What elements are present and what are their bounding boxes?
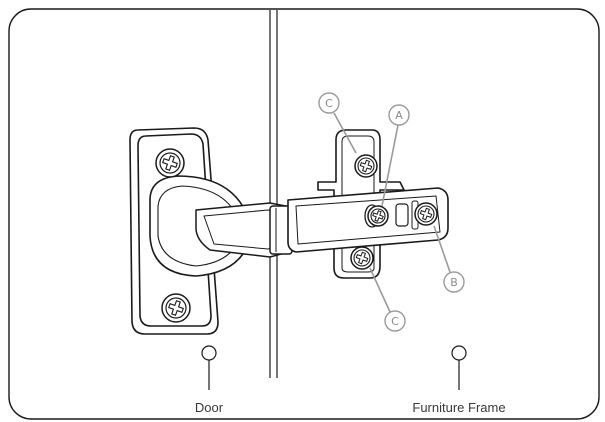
hinge-arm-link: [195, 202, 297, 258]
cross-head-screw-icon: [355, 251, 369, 265]
callout-a: A: [381, 104, 410, 207]
callout-b: B: [433, 225, 465, 293]
svg-text:C: C: [325, 97, 333, 110]
callout-c-top: C: [318, 92, 357, 154]
door-label-marker: [201, 345, 217, 390]
callout-c-bottom: C: [369, 267, 406, 332]
screw-door-bottom: [161, 293, 191, 323]
svg-text:B: B: [450, 276, 458, 289]
svg-text:A: A: [395, 109, 403, 122]
screw-adjust-a: [364, 204, 389, 228]
door-label: Door: [195, 400, 224, 415]
svg-text:C: C: [391, 315, 399, 328]
cross-head-screw-icon: [168, 300, 184, 316]
screw-frame-top: [354, 154, 378, 178]
cross-head-screw-icon: [419, 207, 433, 221]
frame-label: Furniture Frame: [412, 400, 505, 415]
cross-head-screw-icon: [372, 210, 384, 222]
door-frame-gap: [269, 10, 278, 378]
frame-label-marker: [451, 345, 467, 390]
cross-head-screw-icon: [359, 159, 373, 173]
screw-adjust-b: [414, 202, 438, 226]
cross-head-screw-icon: [162, 155, 178, 171]
screw-door-top: [155, 148, 185, 178]
screw-frame-bottom: [350, 246, 374, 270]
